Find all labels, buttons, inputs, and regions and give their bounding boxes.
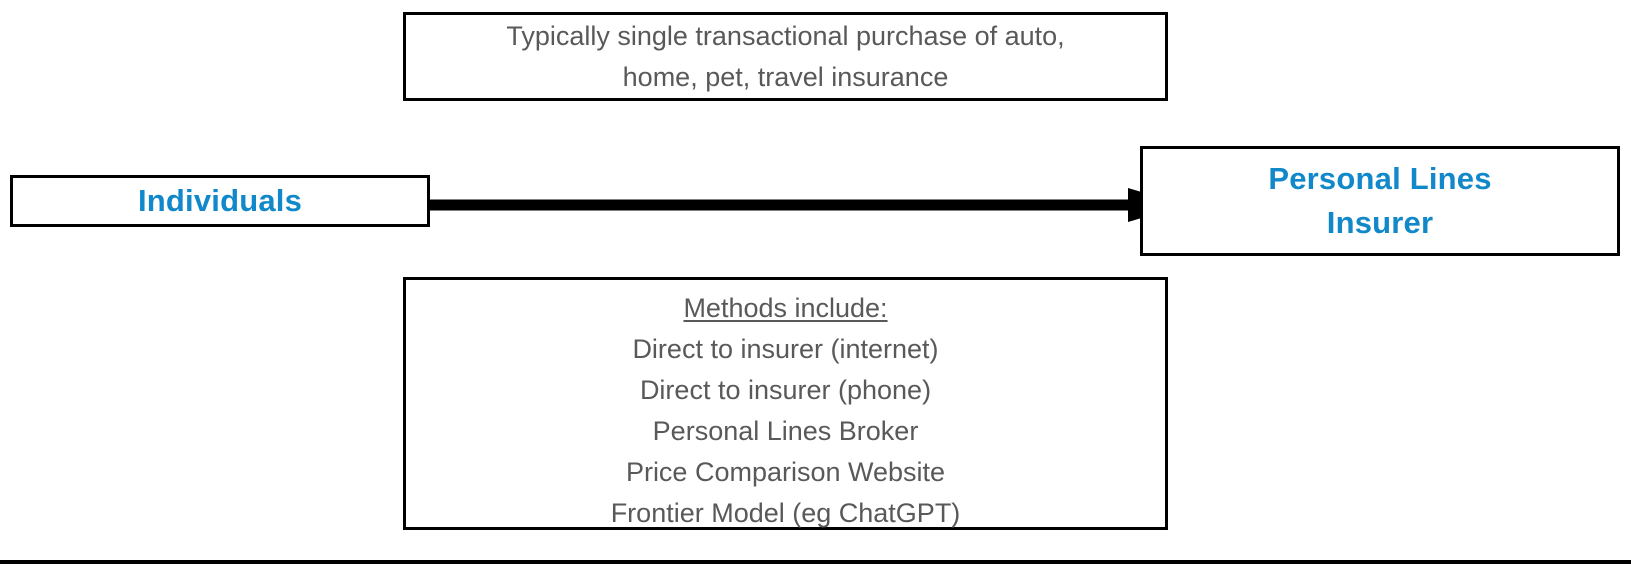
node-individuals-label: Individuals	[137, 183, 303, 218]
methods-item-1: Direct to insurer (internet)	[632, 334, 939, 364]
node-insurer-label-line-2: Insurer	[1326, 205, 1434, 240]
methods-annotation-box: Methods include: Direct to insurer (inte…	[403, 277, 1168, 530]
methods-item-3: Personal Lines Broker	[652, 416, 919, 446]
methods-heading: Methods include:	[683, 293, 888, 323]
methods-item-5: Frontier Model (eg ChatGPT)	[610, 498, 961, 528]
top-annotation-box: Typically single transactional purchase …	[403, 12, 1168, 101]
flow-arrow-individuals-to-insurer	[428, 186, 1188, 224]
top-annotation-line-1: Typically single transactional purchase …	[506, 20, 1065, 51]
methods-item-2: Direct to insurer (phone)	[639, 375, 932, 405]
methods-item-4: Price Comparison Website	[625, 457, 946, 487]
bottom-divider	[0, 560, 1631, 564]
node-individuals[interactable]: Individuals	[10, 175, 430, 227]
node-personal-lines-insurer[interactable]: Personal Lines Insurer	[1140, 146, 1620, 256]
node-insurer-label-line-1: Personal Lines	[1268, 161, 1492, 196]
top-annotation-line-2: home, pet, travel insurance	[622, 61, 949, 92]
flow-arrow-svg	[428, 188, 1185, 222]
